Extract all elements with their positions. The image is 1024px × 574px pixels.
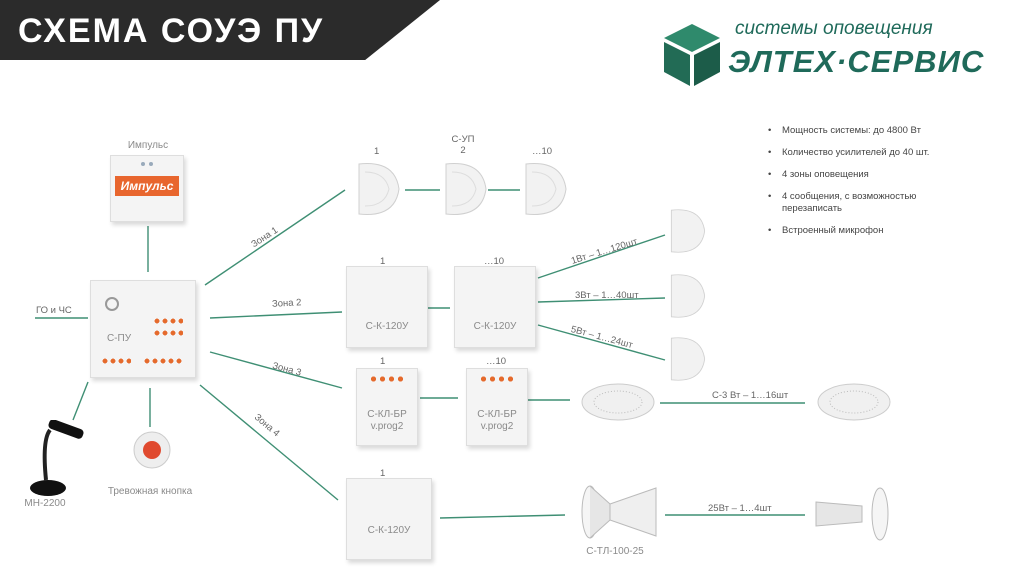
zone3-index-1: 1 xyxy=(380,356,386,367)
logo-cube-icon xyxy=(664,24,720,86)
zone4-load: 25Вт – 1…4шт xyxy=(708,503,772,514)
ceiling-speaker-icon xyxy=(817,383,891,421)
page-title: СХЕМА СОУЭ ПУ xyxy=(18,12,325,50)
zone2-amplifier: С-К-120У xyxy=(346,266,428,348)
ceiling-speaker-icon xyxy=(581,383,655,421)
logo-tagline: системы оповещения xyxy=(735,18,933,39)
main-unit-label: С-ПУ xyxy=(106,333,132,344)
wall-speaker-icon xyxy=(445,163,487,215)
impulse-label: Импульс xyxy=(127,140,169,151)
wall-speaker-icon xyxy=(525,163,567,215)
zone1-index-10: …10 xyxy=(532,146,553,157)
zone3-index-10: …10 xyxy=(486,356,507,367)
zone2-load-2: 3Вт – 1…40шт xyxy=(575,290,639,301)
zone2-index-10: …10 xyxy=(484,256,505,267)
impulse-panel-text: Импульс xyxy=(115,176,179,196)
wall-speaker-icon xyxy=(670,274,706,318)
horn-speaker-icon xyxy=(815,487,889,541)
zone4-amplifier: С-К-120У xyxy=(346,478,432,560)
mic-label: МН-2200 xyxy=(24,498,66,509)
spec-list: Мощность системы: до 4800 Вт Количество … xyxy=(768,125,978,247)
zone2-index-1: 1 xyxy=(380,256,386,267)
horn-model-label: С-ТЛ-100-25 xyxy=(586,546,644,557)
zone1-index-1: 1 xyxy=(374,146,380,157)
zone4-index-1: 1 xyxy=(380,468,386,479)
impulse-device: Импульс xyxy=(110,155,184,222)
spec-item: 4 зоны оповещения xyxy=(768,169,978,181)
title-banner xyxy=(0,0,440,60)
spec-item: Мощность системы: до 4800 Вт xyxy=(768,125,978,137)
wall-speaker-icon xyxy=(358,163,400,215)
alarm-button-icon xyxy=(133,431,171,469)
zone2-amp-label: С-К-120У xyxy=(473,321,517,332)
horn-speaker-icon xyxy=(581,485,657,539)
zone2-amp-label: С-К-120У xyxy=(365,321,409,332)
zone2-amplifier: С-К-120У xyxy=(454,266,536,348)
main-unit: С-ПУ xyxy=(90,280,196,378)
input-label: ГО и ЧС xyxy=(36,305,72,316)
wall-speaker-icon xyxy=(670,209,706,253)
spec-item: 4 сообщения, с возможностью перезаписать xyxy=(768,191,978,215)
spec-item: Количество усилителей до 40 шт. xyxy=(768,147,978,159)
alarm-label: Тревожная кнопка xyxy=(107,486,193,497)
microphone-icon xyxy=(30,420,84,496)
spec-item: Встроенный микрофон xyxy=(768,225,978,237)
logo-name: ЭЛТЕХ·СЕРВИС xyxy=(728,44,985,79)
zone-2-label: Зона 2 xyxy=(271,297,302,310)
zone4-amp-label: С-К-120У xyxy=(367,525,411,536)
zone3-load: С-3 Вт – 1…16шт xyxy=(712,390,789,401)
wall-speaker-icon xyxy=(670,337,706,381)
